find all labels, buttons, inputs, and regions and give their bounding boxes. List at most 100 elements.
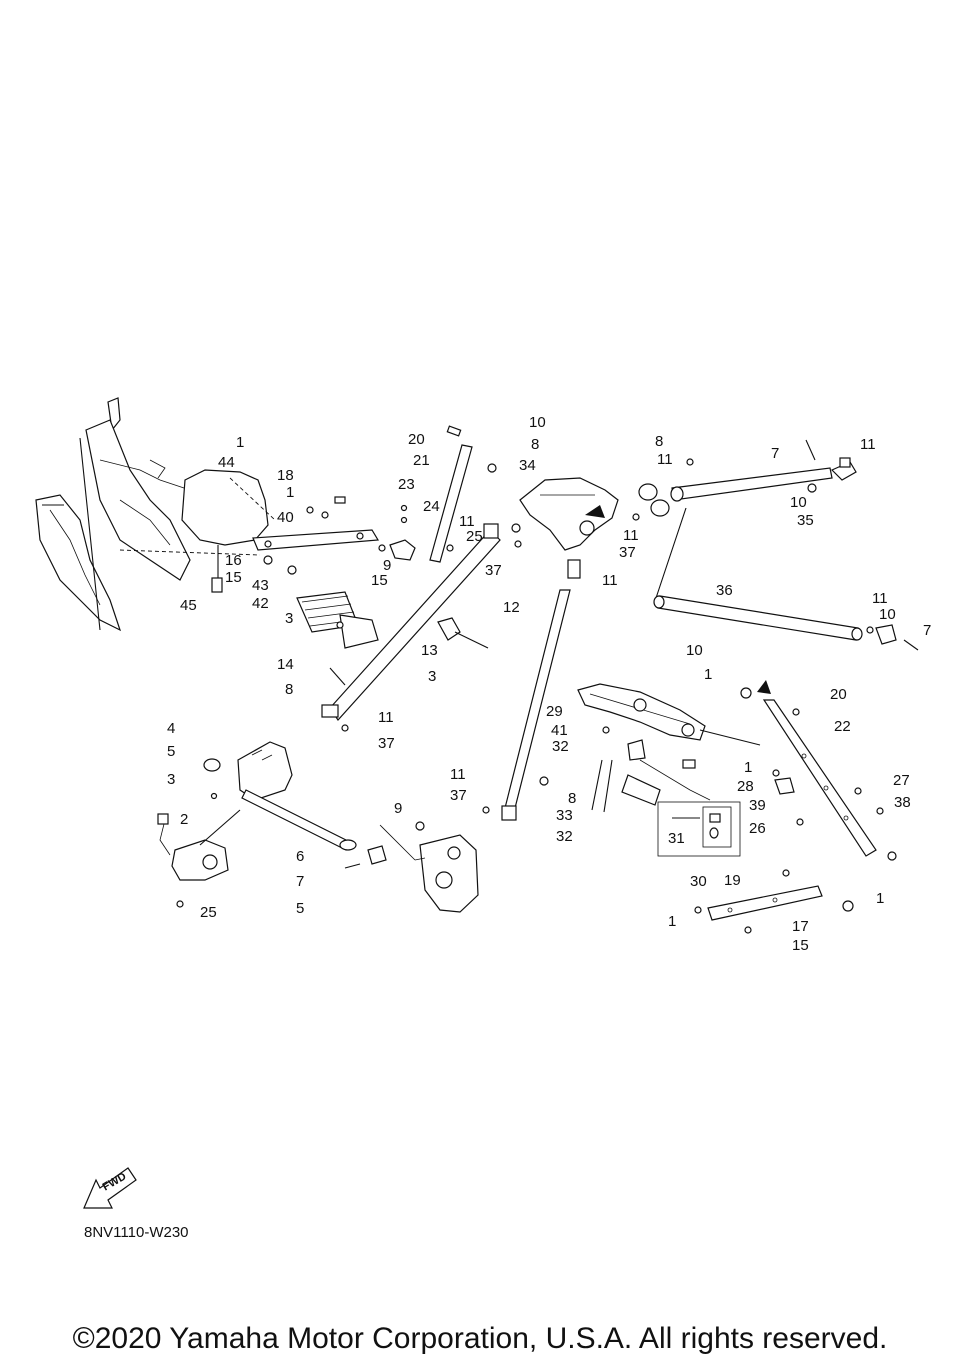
callout-33: 33 <box>556 807 573 824</box>
steering-gearbox-29 <box>577 683 706 741</box>
callout-25: 25 <box>466 528 483 545</box>
callout-8: 8 <box>655 433 663 450</box>
callout-29: 29 <box>546 703 563 720</box>
callout-7: 7 <box>923 622 931 639</box>
callout-13: 13 <box>421 642 438 659</box>
bracket-21 <box>429 444 473 563</box>
callout-34: 34 <box>519 457 536 474</box>
callout-2: 2 <box>180 811 188 828</box>
tube-36 <box>653 507 863 641</box>
callout-1: 1 <box>744 759 752 776</box>
callout-5: 5 <box>296 900 304 917</box>
callout-11: 11 <box>860 436 876 453</box>
callout-8: 8 <box>568 790 576 807</box>
callout-4: 4 <box>167 720 175 737</box>
callout-5: 5 <box>167 743 175 760</box>
callout-43: 43 <box>252 577 269 594</box>
callout-38: 38 <box>894 794 911 811</box>
callout-20: 20 <box>830 686 847 703</box>
callout-37: 37 <box>485 562 502 579</box>
callout-45: 45 <box>180 597 197 614</box>
callout-32: 32 <box>556 828 573 845</box>
callout-19: 19 <box>724 872 741 889</box>
callout-11: 11 <box>378 709 394 726</box>
frame-pipe-12 <box>321 523 501 721</box>
clamp-13 <box>437 617 489 649</box>
callout-15: 15 <box>225 569 242 586</box>
fwd-arrow-icon <box>83 1167 137 1209</box>
callout-11: 11 <box>459 513 475 530</box>
callout-44: 44 <box>218 454 235 471</box>
callout-1: 1 <box>668 913 676 930</box>
callout-25: 25 <box>200 904 217 921</box>
callout-11: 11 <box>657 451 673 468</box>
callout-1: 1 <box>236 434 244 451</box>
callout-18: 18 <box>277 467 294 484</box>
callout-31: 31 <box>668 830 685 847</box>
callout-7: 7 <box>771 445 779 462</box>
callout-40: 40 <box>277 509 294 526</box>
callout-16: 16 <box>225 552 242 569</box>
callout-8: 8 <box>531 436 539 453</box>
callout-36: 36 <box>716 582 733 599</box>
callout-14: 14 <box>277 656 294 673</box>
stay-17 <box>707 885 823 921</box>
callout-26: 26 <box>749 820 766 837</box>
stay-22 <box>757 680 877 857</box>
callout-3: 3 <box>428 668 436 685</box>
callout-39: 39 <box>749 797 766 814</box>
callout-22: 22 <box>834 718 851 735</box>
callout-11: 11 <box>623 527 639 544</box>
callout-27: 27 <box>893 772 910 789</box>
callout-12: 12 <box>503 599 520 616</box>
callout-11: 11 <box>872 590 888 607</box>
front-fairing-assembly <box>35 397 191 632</box>
bracket-44 <box>181 469 276 593</box>
callout-3: 3 <box>285 610 293 627</box>
steering-column-34 <box>519 477 619 551</box>
stay-16 <box>252 529 380 551</box>
callout-17: 17 <box>792 918 809 935</box>
motor-2 <box>157 809 241 881</box>
callout-24: 24 <box>423 498 440 515</box>
callout-28: 28 <box>737 778 754 795</box>
callout-37: 37 <box>619 544 636 561</box>
callout-9: 9 <box>383 557 391 574</box>
callout-10: 10 <box>529 414 546 431</box>
ecu-14 <box>296 591 379 649</box>
callout-37: 37 <box>378 735 395 752</box>
callout-41: 41 <box>551 722 568 739</box>
differential-mount <box>379 824 479 913</box>
callout-10: 10 <box>790 494 807 511</box>
callout-11: 11 <box>602 572 618 589</box>
callout-37: 37 <box>450 787 467 804</box>
callout-35: 35 <box>797 512 814 529</box>
callout-10: 10 <box>879 606 896 623</box>
callout-42: 42 <box>252 595 269 612</box>
callout-21: 21 <box>413 452 430 469</box>
vertical-shaft <box>501 559 581 821</box>
callout-30: 30 <box>690 873 707 890</box>
kit-box-30 <box>657 801 741 857</box>
callout-8: 8 <box>285 681 293 698</box>
stay-6 <box>241 789 357 851</box>
callout-6: 6 <box>296 848 304 865</box>
callout-11: 11 <box>450 766 466 783</box>
callout-20: 20 <box>408 431 425 448</box>
diagram-code: 8NV1110-W230 <box>84 1224 189 1241</box>
callout-1: 1 <box>286 484 294 501</box>
upper-bar <box>638 461 857 517</box>
callout-7: 7 <box>296 873 304 890</box>
callout-3: 3 <box>167 771 175 788</box>
callout-1: 1 <box>704 666 712 683</box>
callout-10: 10 <box>686 642 703 659</box>
callout-15: 15 <box>371 572 388 589</box>
bracket-4 <box>237 741 293 801</box>
callout-32: 32 <box>552 738 569 755</box>
callout-1: 1 <box>876 890 884 907</box>
callout-9: 9 <box>394 800 402 817</box>
copyright-notice: ©2020 Yamaha Motor Corporation, U.S.A. A… <box>72 1322 888 1355</box>
